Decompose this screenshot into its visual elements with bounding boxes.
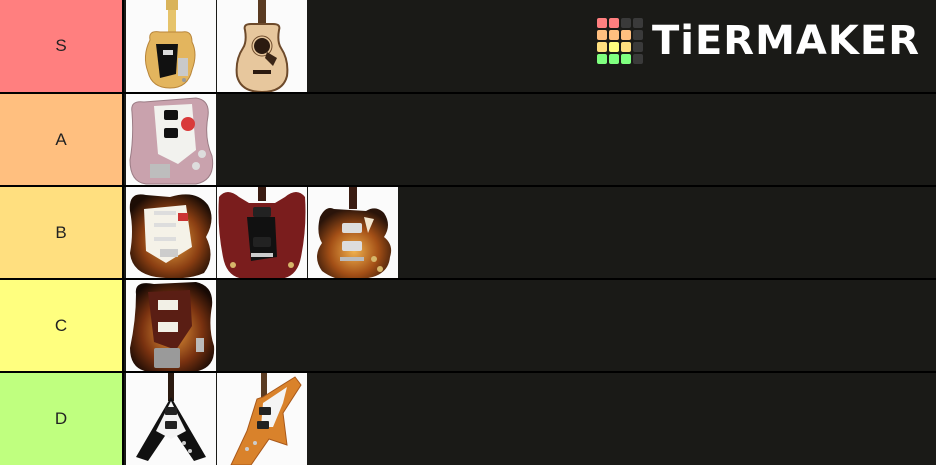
tier-label-a[interactable]: A — [0, 94, 124, 185]
explorer-guitar-icon — [217, 373, 307, 465]
tier-items-d[interactable] — [126, 373, 308, 465]
sg-cherry-guitar[interactable] — [217, 187, 307, 278]
logo-cell — [596, 18, 607, 28]
telecaster-guitar[interactable] — [126, 0, 216, 92]
acoustic-guitar-icon — [217, 0, 307, 92]
tier-label-text: A — [55, 129, 67, 149]
logo-cell — [608, 30, 619, 40]
logo-cell — [596, 42, 607, 52]
stratocaster-guitar-icon — [126, 187, 216, 278]
logo-cell — [632, 18, 643, 28]
logo-cell — [596, 30, 607, 40]
flying-v-guitar-icon — [126, 373, 216, 465]
jazzmaster-guitar-icon — [126, 280, 216, 371]
tier-items-b[interactable] — [126, 187, 399, 278]
logo-cell — [632, 42, 643, 52]
tier-items-c[interactable] — [126, 280, 217, 371]
logo-grid-icon — [596, 18, 643, 64]
tier-label-d[interactable]: D — [0, 373, 124, 465]
tier-label-s[interactable]: S — [0, 0, 124, 92]
logo-cell — [620, 30, 631, 40]
logo-cell — [608, 54, 619, 64]
tier-label-b[interactable]: B — [0, 187, 124, 278]
tier-label-text: C — [54, 315, 68, 335]
sg-guitar-icon — [217, 187, 307, 278]
tier-row-s: S — [0, 0, 936, 92]
les-paul-sunburst-guitar[interactable] — [308, 187, 398, 278]
tier-label-text: D — [54, 409, 68, 428]
logo-cell — [620, 18, 631, 28]
tier-row-b: B — [0, 187, 936, 278]
tier-label-c[interactable]: C — [0, 280, 124, 371]
jazzmaster-sunburst-guitar[interactable] — [126, 280, 216, 371]
logo-cell — [632, 54, 643, 64]
tier-row-d: D — [0, 373, 936, 465]
stratocaster-sunburst-guitar[interactable] — [126, 187, 216, 278]
logo-cell — [608, 18, 619, 28]
logo-cell — [608, 42, 619, 52]
les-paul-guitar-icon — [308, 187, 398, 278]
tier-label-text: B — [55, 222, 67, 242]
mustang-guitar-icon — [126, 94, 216, 185]
logo-text: TiERMAKER — [651, 18, 920, 64]
tier-label-text: S — [55, 36, 67, 55]
logo-cell — [596, 54, 607, 64]
tier-items-a[interactable] — [126, 94, 217, 185]
tiermaker-logo[interactable]: TiERMAKER — [596, 18, 920, 64]
flying-v-black-guitar[interactable] — [126, 373, 216, 465]
logo-cell — [620, 42, 631, 52]
logo-cell — [620, 54, 631, 64]
logo-cell — [632, 30, 643, 40]
tier-items-s[interactable] — [126, 0, 308, 92]
acoustic-dreadnought-guitar[interactable] — [217, 0, 307, 92]
tier-row-c: C — [0, 280, 936, 371]
tier-row-a: A — [0, 94, 936, 185]
telecaster-guitar-icon — [126, 0, 216, 92]
mustang-pink-guitar[interactable] — [126, 94, 216, 185]
explorer-natural-guitar[interactable] — [217, 373, 307, 465]
